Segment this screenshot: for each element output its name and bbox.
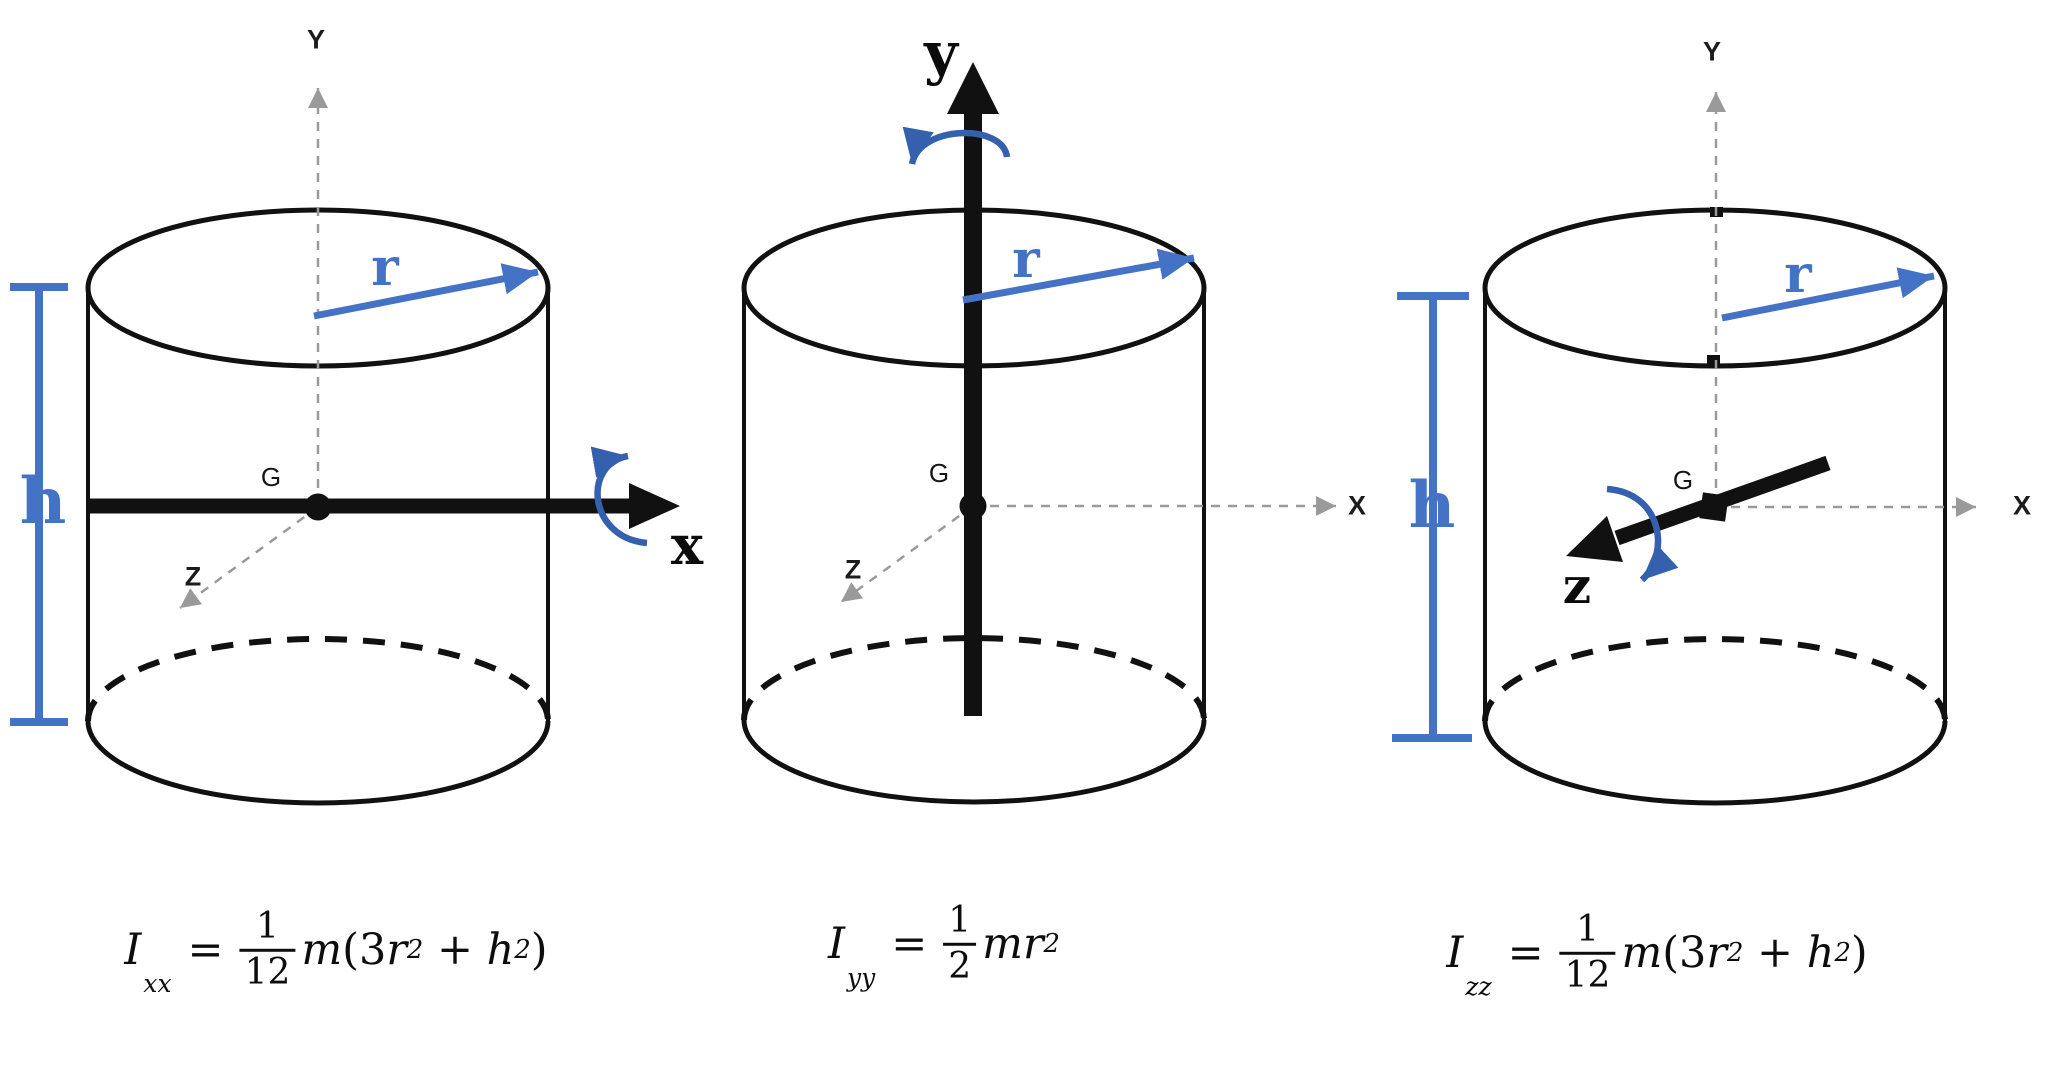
rim-tick <box>1707 355 1720 365</box>
r-symbol: r <box>386 925 407 975</box>
cylinder-right-bottom-front-rim <box>1482 720 1948 806</box>
numerator: 1 <box>948 899 972 941</box>
radius-label-left: r <box>371 237 399 298</box>
axes-left <box>88 88 680 610</box>
rotation-arrow-y-middle <box>902 126 1011 165</box>
z-axis-label-middle: Z <box>844 554 862 585</box>
open-paren: ( <box>1662 928 1680 978</box>
x-axis-label-middle: X <box>1347 490 1367 521</box>
center-of-mass-dot-middle <box>959 492 987 520</box>
cylinder-middle-bottom-back-rim <box>741 635 1207 721</box>
close-paren: ) <box>1850 928 1868 978</box>
y-axis-label-right: Y <box>1702 36 1722 67</box>
r-symbol: r <box>1022 919 1044 969</box>
plus-sign: + <box>423 925 487 975</box>
r-exponent: 2 <box>1726 938 1744 968</box>
mass-symbol: m <box>1621 928 1663 978</box>
center-label-left: G <box>260 462 282 492</box>
h-exponent: 2 <box>514 935 531 965</box>
r-exponent: 2 <box>1043 929 1060 959</box>
open-paren: ( <box>342 925 359 975</box>
radius-label-right: r <box>1784 244 1812 305</box>
denominator: 12 <box>1564 954 1611 996</box>
equals-sign: = <box>1507 928 1544 978</box>
fraction-bar <box>239 948 296 952</box>
z-axis-arrowhead-right <box>1566 516 1623 562</box>
height-bracket-left <box>10 283 68 726</box>
z-dashed-axis-left <box>179 505 319 610</box>
x-axis-bold-label-left: x <box>670 513 704 577</box>
center-label-right: G <box>1672 465 1694 495</box>
cylinder-left-bottom-back-rim <box>85 636 551 722</box>
equals-sign: = <box>891 919 928 969</box>
x-axis-label-right: X <box>2012 490 2032 521</box>
center-of-mass-dot-right <box>1699 492 1729 522</box>
formula-subscript: yy <box>847 963 876 993</box>
cylinder-left-bottom-front-rim <box>85 720 551 806</box>
z-dashed-axis-middle <box>840 504 974 604</box>
fraction-bar <box>1559 951 1616 955</box>
formula-symbol: I <box>828 919 846 969</box>
denominator: 2 <box>948 945 972 987</box>
y-axis-label-left: Y <box>306 24 326 55</box>
rotation-arrow-x-left <box>590 446 648 547</box>
coefficient: 3 <box>358 925 387 975</box>
radius-arrow-middle <box>962 248 1195 304</box>
center-of-mass-dot-left <box>304 493 332 521</box>
cylinder-middle-bottom-front-rim <box>741 719 1207 805</box>
r-symbol: r <box>1706 928 1727 978</box>
close-paren: ) <box>530 925 548 975</box>
y-axis-arrowhead-middle <box>947 62 999 114</box>
height-label-right: h <box>1408 468 1456 543</box>
equals-sign: = <box>187 925 224 975</box>
h-exponent: 2 <box>1834 938 1851 968</box>
formula-subscript: xx <box>143 969 172 999</box>
cylinder-right-bottom-back-rim <box>1482 636 1948 722</box>
z-axis-bold-label-right: z <box>1562 556 1592 615</box>
cylinder-right <box>1482 207 1948 806</box>
plus-sign: + <box>1743 928 1807 978</box>
denominator: 12 <box>244 951 291 993</box>
axes-middle <box>840 62 1336 716</box>
y-axis-bold-label-middle: y <box>924 19 958 87</box>
radius-arrow-left <box>313 263 539 320</box>
formula-symbol: I <box>124 925 142 975</box>
z-axis-label-left: Z <box>184 561 202 592</box>
center-label-middle: G <box>928 458 950 488</box>
radius-label-middle: r <box>1012 229 1040 290</box>
x-axis-arrowhead-left <box>629 483 680 529</box>
r-exponent: 2 <box>406 935 424 965</box>
formula-subscript: zz <box>1465 972 1492 1002</box>
coefficient: 3 <box>1679 928 1707 978</box>
dimensions-right <box>1392 267 1935 742</box>
cylinder-left-top-rim <box>85 207 551 369</box>
h-symbol: h <box>486 925 515 975</box>
height-label-left: h <box>19 464 67 539</box>
formula-symbol: I <box>1446 928 1464 978</box>
rotation-arrow-z-right <box>1606 485 1679 583</box>
mass-symbol: m <box>982 919 1023 969</box>
numerator: 1 <box>256 905 279 947</box>
fraction-bar <box>943 942 977 946</box>
radius-arrow-right <box>1721 267 1935 322</box>
mass-symbol: m <box>301 925 343 975</box>
dimensions-middle <box>962 248 1195 304</box>
numerator: 1 <box>1576 908 1600 950</box>
height-bracket-right <box>1392 292 1472 742</box>
y-solid-axis-middle <box>964 108 982 716</box>
dimensions-left <box>10 263 539 726</box>
axes-right <box>1566 92 1976 583</box>
h-symbol: h <box>1806 928 1835 978</box>
